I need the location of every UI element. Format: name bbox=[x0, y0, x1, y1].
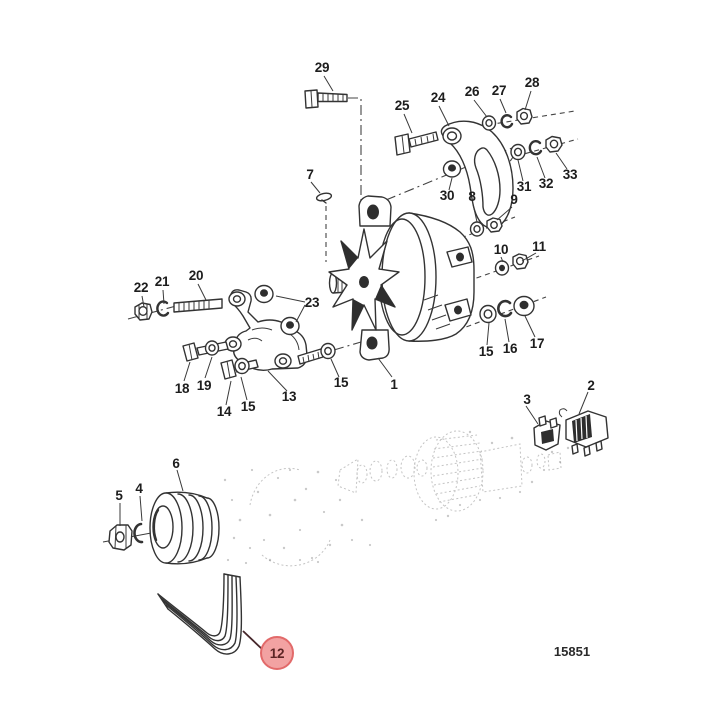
nut-28 bbox=[516, 107, 533, 125]
nut-5 bbox=[108, 524, 133, 551]
ghost-speckles bbox=[223, 430, 570, 565]
part-label-5: 5 bbox=[115, 488, 123, 503]
part-label-6: 6 bbox=[172, 456, 180, 471]
part-label-14: 14 bbox=[217, 404, 232, 419]
adjusting-arm-group bbox=[304, 89, 563, 229]
nut-22 bbox=[134, 302, 153, 321]
stud-15b bbox=[297, 342, 336, 365]
lock-washer-32 bbox=[528, 140, 543, 156]
voltage-regulator-2 bbox=[558, 408, 609, 457]
part-label-10: 10 bbox=[494, 242, 508, 257]
part-label-15: 15 bbox=[334, 375, 349, 390]
bushing-23a bbox=[254, 284, 274, 304]
pulley-group bbox=[108, 491, 220, 565]
part-label-27: 27 bbox=[492, 83, 506, 98]
part-label-17: 17 bbox=[530, 336, 544, 351]
highlight-part-12[interactable] bbox=[242, 630, 294, 670]
part-label-31: 31 bbox=[517, 179, 532, 194]
part-label-8: 8 bbox=[468, 189, 476, 204]
part-label-30: 30 bbox=[440, 188, 454, 203]
washer-19 bbox=[204, 340, 220, 356]
alternator-body bbox=[328, 195, 475, 361]
top-ear-hole bbox=[367, 204, 379, 220]
part-label-21: 21 bbox=[155, 274, 170, 289]
bolt-25 bbox=[394, 131, 439, 156]
part-label-12-highlighted[interactable]: 12 bbox=[270, 646, 285, 661]
stud-20 bbox=[173, 298, 223, 313]
part-label-3: 3 bbox=[523, 392, 531, 407]
nut-33 bbox=[545, 135, 563, 153]
leader-lines bbox=[119, 75, 589, 526]
part-label-22: 22 bbox=[134, 280, 148, 295]
hardware-15-16-17 bbox=[479, 295, 535, 324]
bottom-ear-hole bbox=[366, 336, 378, 350]
bracket-13 bbox=[224, 289, 308, 371]
drive-belt-12 bbox=[157, 573, 243, 655]
part-label-15: 15 bbox=[479, 344, 494, 359]
screw-7 bbox=[315, 192, 333, 204]
brush-holder-3 bbox=[533, 415, 561, 451]
part-label-32: 32 bbox=[539, 176, 553, 191]
part-label-15: 15 bbox=[241, 399, 256, 414]
bolt-29 bbox=[304, 89, 348, 109]
mounting-bracket-group bbox=[134, 284, 336, 380]
part-label-11: 11 bbox=[532, 239, 546, 254]
part-label-1: 1 bbox=[390, 377, 398, 392]
lock-washer-27 bbox=[500, 114, 514, 129]
part-label-16: 16 bbox=[503, 341, 518, 356]
part-label-26: 26 bbox=[465, 84, 480, 99]
part-label-23: 23 bbox=[305, 295, 320, 310]
part-label-29: 29 bbox=[315, 60, 329, 75]
pulley-6 bbox=[149, 491, 220, 565]
drawing-number: 15851 bbox=[554, 644, 590, 659]
fan bbox=[328, 228, 400, 331]
highlight-leader-line bbox=[242, 630, 264, 651]
part-label-20: 20 bbox=[189, 268, 203, 283]
part-label-19: 19 bbox=[197, 378, 211, 393]
part-label-9: 9 bbox=[510, 192, 517, 207]
part-label-4: 4 bbox=[135, 481, 143, 496]
part-label-28: 28 bbox=[525, 75, 540, 90]
bushing-23b bbox=[280, 316, 300, 336]
part-label-2: 2 bbox=[587, 378, 594, 393]
part-label-25: 25 bbox=[395, 98, 410, 113]
washer-15a bbox=[234, 357, 250, 375]
lock-washer-21 bbox=[156, 300, 170, 317]
part-label-18: 18 bbox=[175, 381, 190, 396]
washer-31 bbox=[510, 143, 526, 161]
lock-washer-4 bbox=[133, 522, 144, 544]
part-label-33: 33 bbox=[563, 167, 578, 182]
part-label-13: 13 bbox=[282, 389, 297, 404]
part-label-24: 24 bbox=[431, 90, 446, 105]
bushing-30 bbox=[442, 160, 462, 178]
hardware-10-11 bbox=[494, 253, 529, 276]
part-label-7: 7 bbox=[306, 167, 313, 182]
hardware-8-9 bbox=[469, 217, 503, 237]
ghost-rotor-assembly bbox=[249, 430, 562, 567]
washer-26 bbox=[481, 115, 497, 131]
highlight-circle[interactable] bbox=[260, 636, 294, 670]
